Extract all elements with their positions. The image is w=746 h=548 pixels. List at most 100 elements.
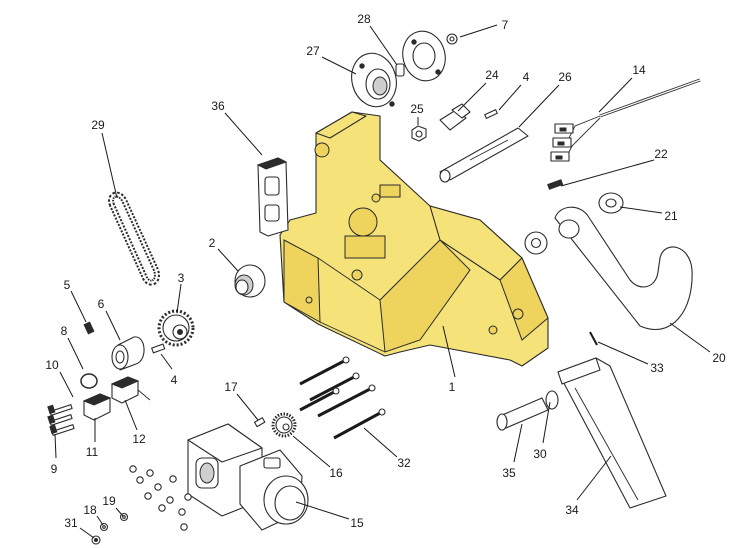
bearing-part-27 — [351, 52, 397, 108]
leader-line-29 — [101, 132, 118, 199]
leader-line-33 — [597, 341, 649, 365]
callout-label-26: 26 — [558, 70, 572, 84]
leader-line-4 — [160, 353, 173, 370]
hook-arm-part-20 — [554, 206, 693, 331]
leader-line-12 — [124, 399, 138, 431]
cable-assembly-part-14 — [550, 78, 701, 162]
leader-line-34 — [576, 455, 612, 501]
sprocket-part-16 — [271, 412, 297, 438]
callout-label-6: 6 — [98, 297, 105, 311]
callout-label-5: 5 — [64, 278, 71, 292]
pin-part-4-right — [484, 109, 498, 119]
nuts-washers-part-18-19-31 — [91, 465, 192, 545]
screws-part-9-10 — [47, 404, 75, 436]
callout-label-31: 31 — [64, 516, 78, 530]
callout-label-28: 28 — [357, 12, 371, 26]
callout-label-33: 33 — [650, 361, 664, 375]
callout-label-32: 32 — [397, 456, 411, 470]
leader-line-32 — [363, 427, 398, 458]
leader-line-15 — [295, 501, 350, 520]
leader-line-35 — [513, 423, 523, 463]
leader-line-26 — [518, 84, 560, 128]
leader-line-7 — [459, 24, 498, 38]
pin-part-5 — [83, 321, 95, 335]
sprocket-part-3 — [157, 309, 195, 347]
callout-label-12: 12 — [132, 432, 146, 446]
callout-label-10: 10 — [45, 358, 59, 372]
leader-line-14 — [598, 77, 633, 113]
leader-line-28 — [369, 25, 398, 66]
leader-line-22 — [560, 159, 655, 187]
leader-line-5 — [70, 290, 87, 323]
callout-label-14: 14 — [632, 63, 646, 77]
washer-part-7 — [446, 33, 458, 45]
washer-part-left — [524, 231, 548, 255]
leader-line-3 — [176, 283, 182, 314]
callout-label-21: 21 — [664, 209, 678, 223]
fitting-part-24 — [439, 103, 471, 131]
leader-line-19 — [115, 507, 124, 517]
pin-part-17 — [253, 417, 266, 428]
leader-line-8 — [67, 337, 84, 370]
callout-label-34: 34 — [565, 503, 579, 517]
ring-part-8 — [80, 373, 98, 389]
callout-label-1: 1 — [449, 380, 456, 394]
callout-label-27: 27 — [306, 44, 320, 58]
leader-line-31 — [79, 527, 95, 539]
washer-part-21 — [598, 192, 624, 214]
callout-label-15: 15 — [350, 516, 364, 530]
rod-part-22 — [547, 179, 564, 190]
leader-line-18 — [96, 515, 104, 526]
leader-line-1 — [442, 325, 456, 378]
callout-label-2: 2 — [209, 236, 216, 250]
bolts-part-32 — [299, 356, 386, 440]
callout-layer: 1234456789101112141516171819202122242526… — [45, 12, 726, 539]
callout-label-35: 35 — [502, 466, 516, 480]
pin-part-35 — [496, 397, 549, 431]
block-part-36 — [256, 157, 289, 237]
bearing-part-28 — [395, 30, 446, 82]
callout-label-4: 4 — [171, 373, 178, 387]
leader-line-16 — [292, 435, 331, 468]
callout-label-9: 9 — [51, 462, 58, 476]
leader-line-9 — [54, 433, 57, 459]
pin-part-4-left — [151, 343, 166, 354]
lever-plate-part-34 — [557, 357, 667, 509]
callout-label-17: 17 — [224, 380, 238, 394]
callout-label-20: 20 — [712, 351, 726, 365]
callout-label-25: 25 — [410, 102, 424, 116]
leader-line-20 — [669, 322, 711, 353]
callout-label-24: 24 — [485, 68, 499, 82]
leader-line-36 — [224, 112, 263, 156]
shaft-part-26 — [439, 127, 529, 183]
leader-line-2 — [217, 248, 239, 272]
leader-line-30 — [542, 401, 551, 444]
callout-label-29: 29 — [91, 118, 105, 132]
callout-label-8: 8 — [61, 324, 68, 338]
motor-gearbox-part-15 — [187, 423, 309, 531]
callout-label-22: 22 — [654, 147, 668, 161]
leader-line-4 — [498, 84, 522, 111]
switch-part-11 — [82, 393, 112, 421]
callout-label-3: 3 — [178, 271, 185, 285]
chain-part-29 — [108, 191, 160, 286]
callout-label-7: 7 — [502, 18, 509, 32]
bushing-part-2 — [234, 264, 266, 298]
leader-line-24 — [457, 82, 487, 112]
nut-part-25 — [411, 125, 427, 142]
main-frame-part-1 — [279, 111, 549, 367]
callout-label-18: 18 — [83, 503, 97, 517]
hub-part-6 — [111, 336, 145, 371]
callout-label-11: 11 — [86, 445, 99, 459]
switch-part-12 — [110, 376, 151, 404]
leader-line-27 — [321, 56, 357, 75]
pin-part-33 — [589, 331, 598, 346]
callout-label-4: 4 — [523, 70, 530, 84]
washer-part-30 — [545, 390, 559, 410]
leader-line-6 — [105, 310, 121, 341]
callout-label-30: 30 — [533, 447, 547, 461]
callout-label-19: 19 — [102, 494, 116, 508]
leader-line-21 — [619, 206, 663, 214]
callout-label-16: 16 — [329, 466, 343, 480]
